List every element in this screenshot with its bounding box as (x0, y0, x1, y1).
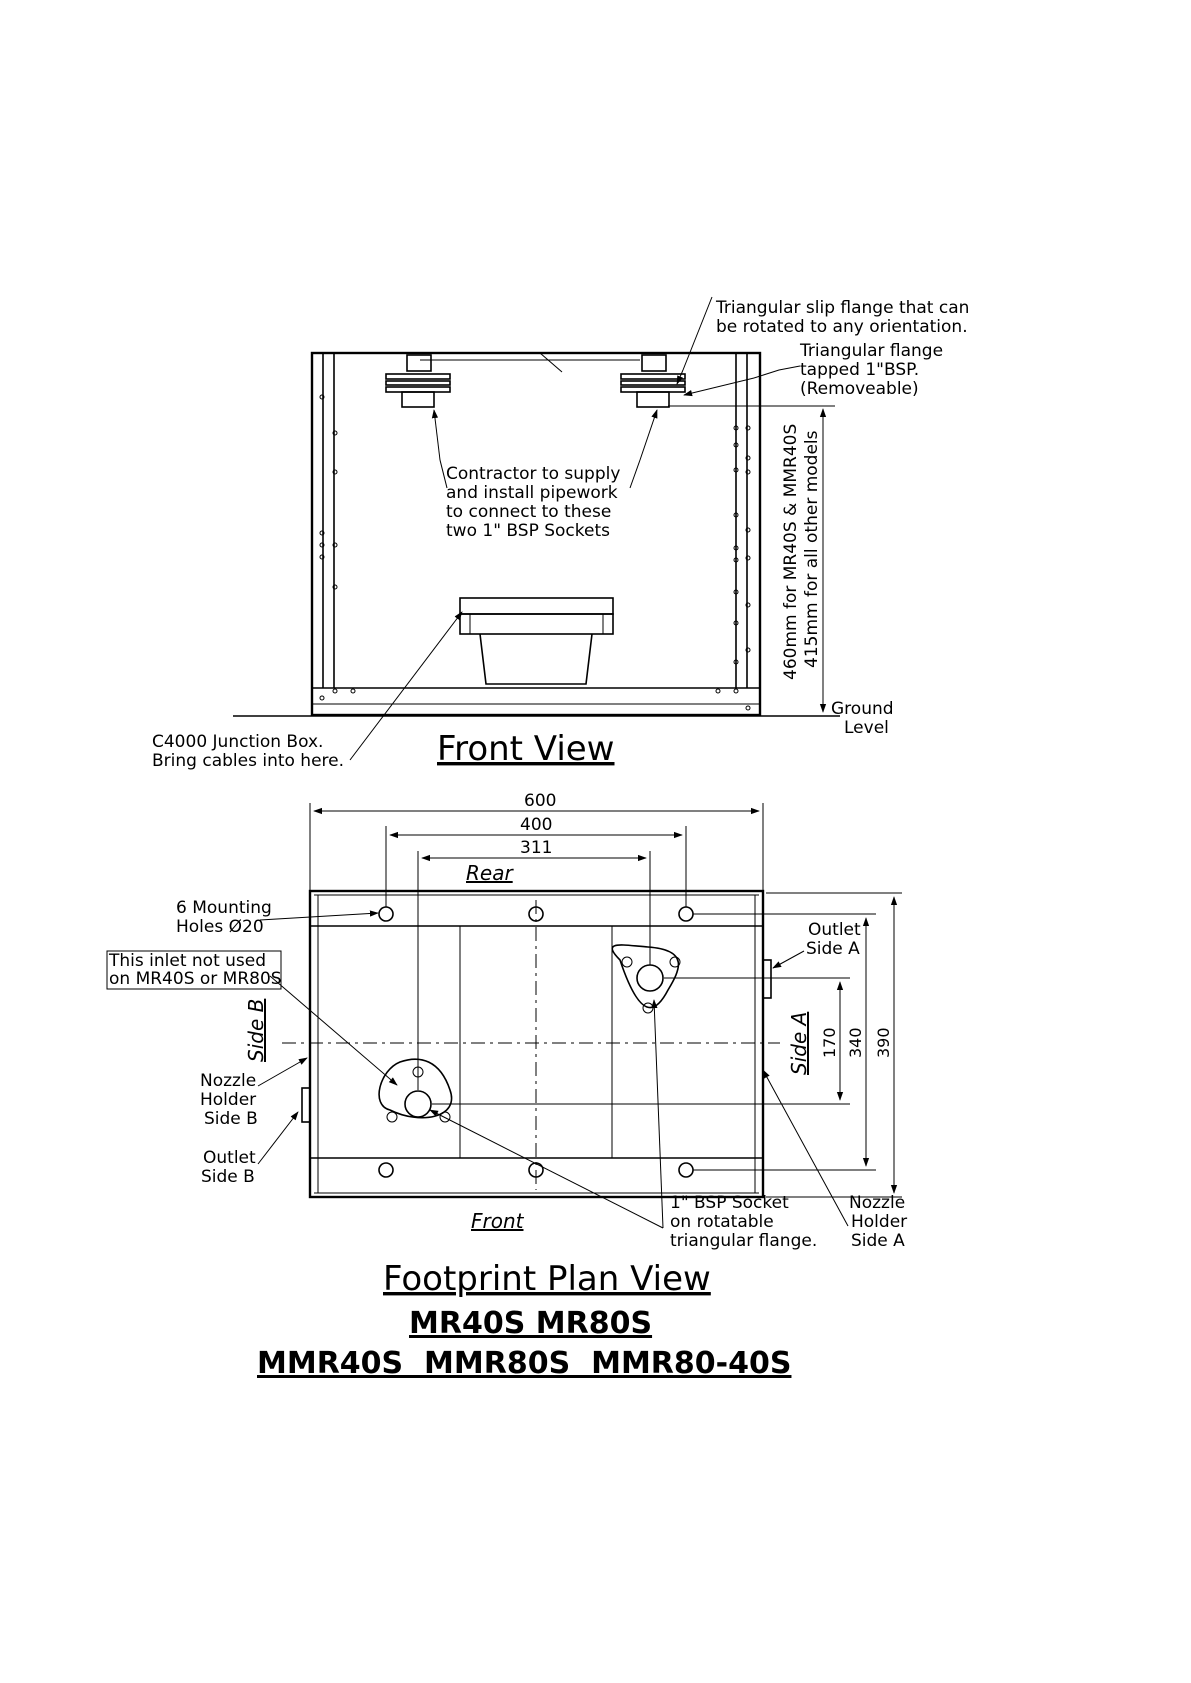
triangular-flange-a (611, 944, 681, 1014)
contractor-label-2: and install pipework (446, 483, 618, 503)
junction-box (459, 597, 614, 685)
models-line-2: MMR40S MMR80S MMR80-40S (257, 1346, 791, 1381)
contractor-label-4: two 1" BSP Sockets (446, 521, 610, 541)
front-view-title: Front View (437, 729, 615, 769)
svg-text:This inlet not used on M: This inlet not used on MR40S or MR80S (108, 951, 282, 989)
side-b-label: Side B (244, 999, 268, 1062)
tapped-flange-label-3: (Removeable) (800, 379, 919, 399)
outlet-stub-b (301, 1087, 311, 1123)
nozzle-b-label-1: Nozzle (200, 1071, 256, 1091)
svg-text:1" BSP Socket on rotatab: 1" BSP Socket on rotatable triangular fl… (670, 1193, 817, 1251)
svg-text:C4000 Junction Box. Brin: C4000 Junction Box. Bring cables into he… (152, 732, 344, 771)
dim-170: 170 (820, 1027, 839, 1058)
ground-label-2: Level (844, 718, 889, 738)
socket-label-2: on rotatable (670, 1212, 774, 1232)
rear-label: Rear (466, 861, 514, 885)
contractor-label-1: Contractor to supply (446, 464, 620, 484)
slip-flange-label-2: be rotated to any orientation. (716, 317, 968, 337)
outlet-b-label-2: Side B (201, 1167, 255, 1187)
contractor-label-3: to connect to these (446, 502, 611, 522)
height-dim-label-1: 460mm for MR40S & MMR40S (781, 424, 801, 680)
dim-600: 600 (524, 791, 556, 811)
tapped-flange-label-1: Triangular flange (799, 341, 943, 361)
front-view: Triangular slip flange that can be rotat… (152, 296, 975, 771)
inlet-note-box (106, 950, 282, 990)
svg-text:Nozzle Holder Side: Nozzle Holder Side A (849, 1193, 913, 1251)
svg-text:Nozzle Holder Side: Nozzle Holder Side B (200, 1071, 262, 1129)
inlet-note-2: on MR40S or MR80S (109, 969, 282, 989)
side-a-label: Side A (787, 1012, 811, 1075)
mounting-label-2: Holes Ø20 (176, 917, 264, 937)
models-line-1: MR40S MR80S (409, 1306, 652, 1341)
outlet-b-label-1: Outlet (203, 1148, 256, 1168)
mounting-label-1: 6 Mounting (176, 898, 272, 918)
svg-text:Outlet Side B: Outlet Side B (201, 1148, 261, 1187)
dim-340: 340 (846, 1027, 865, 1058)
ground-label-1: Ground (831, 699, 894, 719)
slip-flange-label-1: Triangular slip flange that can (715, 298, 969, 318)
triangular-flange-b (378, 1058, 453, 1123)
socket-label-3: triangular flange. (670, 1231, 817, 1251)
outlet-a-label-1: Outlet (808, 920, 861, 940)
dim-390: 390 (874, 1027, 893, 1058)
junction-box-label-2: Bring cables into here. (152, 751, 344, 771)
bsp-socket-left (385, 354, 451, 408)
nozzle-a-label-3: Side A (851, 1231, 905, 1251)
nozzle-b-label-3: Side B (204, 1109, 258, 1129)
svg-text:Outlet Side A: Outlet Side A (806, 920, 866, 959)
socket-label-1: 1" BSP Socket (670, 1193, 789, 1213)
nozzle-a-label-1: Nozzle (849, 1193, 905, 1213)
outlet-a-label-2: Side A (806, 939, 860, 959)
nozzle-a-label-2: Holder (851, 1212, 907, 1232)
height-dim-label-2: 415mm for all other models (802, 430, 822, 668)
plan-view: 600 400 311 Rear Front Side B Side A 170… (106, 791, 913, 1299)
plan-view-title: Footprint Plan View (383, 1259, 711, 1299)
dim-311: 311 (520, 838, 552, 858)
junction-box-label-1: C4000 Junction Box. (152, 732, 323, 752)
svg-text:Triangular slip flange that ca: Triangular slip flange that can be rotat… (715, 298, 975, 337)
tapped-flange-label-2: tapped 1"BSP. (800, 360, 919, 380)
svg-text:6 Mounting Holes Ø20: 6 Mounting Holes Ø20 (176, 898, 277, 937)
svg-text:Ground Level: Ground Level (831, 699, 899, 738)
front-label: Front (471, 1209, 525, 1233)
dim-400: 400 (520, 815, 552, 835)
bsp-socket-right (620, 354, 686, 408)
svg-text:Triangular flange tapped: Triangular flange tapped 1"BSP. (Removea… (799, 341, 948, 399)
nozzle-b-label-2: Holder (200, 1090, 256, 1110)
inlet-note-1: This inlet not used (108, 951, 266, 971)
outlet-stub-a (762, 959, 772, 999)
svg-text:Contractor to supply and: Contractor to supply and install pipewor… (446, 464, 626, 541)
